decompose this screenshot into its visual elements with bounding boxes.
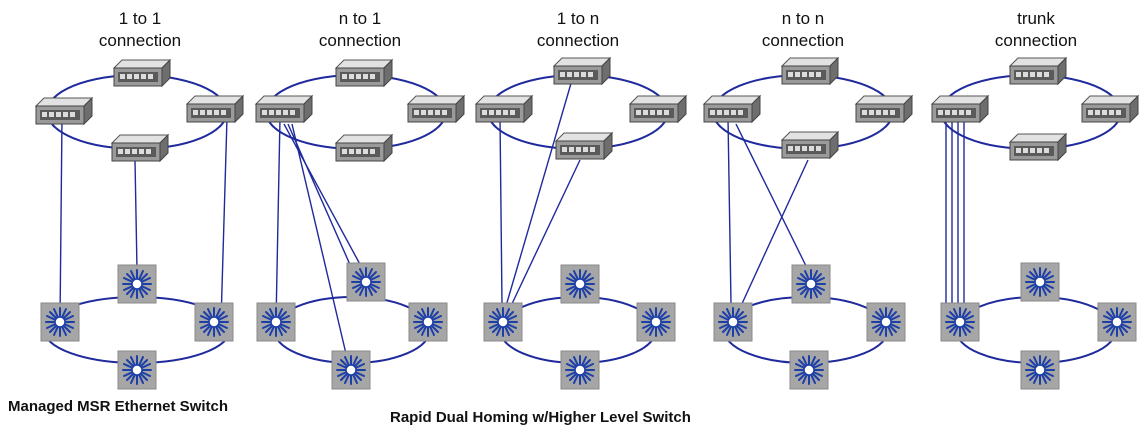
network-hub-icon xyxy=(331,350,371,390)
panel-title-line1: 1 to 1 xyxy=(119,9,162,28)
panel-title-line1: n to 1 xyxy=(339,9,382,28)
caption-dual-homing: Rapid Dual Homing w/Higher Level Switch xyxy=(390,409,691,426)
ethernet-switch-icon xyxy=(855,95,913,123)
ethernet-switch-icon xyxy=(335,59,393,87)
ethernet-switch-icon xyxy=(1081,95,1139,123)
network-hub-icon xyxy=(1020,262,1060,302)
ethernet-switch-icon xyxy=(111,134,169,162)
uplinks xyxy=(945,120,965,304)
ethernet-switch-icon xyxy=(703,95,761,123)
panel-one-to-one: 1 to 1 connection xyxy=(35,9,244,390)
panel-title-line2: connection xyxy=(762,31,844,50)
ethernet-switch-icon xyxy=(335,134,393,162)
network-hub-icon xyxy=(940,302,980,342)
ethernet-switch-icon xyxy=(1009,133,1067,161)
ethernet-switch-icon xyxy=(113,59,171,87)
network-hub-icon xyxy=(40,302,80,342)
caption-managed-switch: Managed MSR Ethernet Switch xyxy=(8,398,228,415)
ethernet-switch-icon xyxy=(475,95,533,123)
network-hub-icon xyxy=(1097,302,1137,342)
ethernet-switch-icon xyxy=(186,95,244,123)
panel-title-line2: connection xyxy=(995,31,1077,50)
network-hub-icon xyxy=(346,262,386,302)
network-hub-icon xyxy=(256,302,296,342)
panel-n-to-n: n to n connection xyxy=(703,9,913,390)
panel-n-to-one: n to 1 connection xyxy=(255,9,465,390)
network-hub-icon xyxy=(1020,350,1060,390)
network-hub-icon xyxy=(560,264,600,304)
network-hub-icon xyxy=(560,350,600,390)
panel-title-line1: trunk xyxy=(1017,9,1055,28)
network-hub-icon xyxy=(117,350,157,390)
network-hub-icon xyxy=(636,302,676,342)
panel-title-line2: connection xyxy=(99,31,181,50)
panel-one-to-n: 1 to n connection xyxy=(475,9,687,390)
ethernet-switch-icon xyxy=(35,97,93,125)
ethernet-switch-icon xyxy=(781,57,839,85)
ethernet-switch-icon xyxy=(407,95,465,123)
ethernet-switch-icon xyxy=(553,57,611,85)
ethernet-switch-icon xyxy=(781,131,839,159)
uplinks xyxy=(727,117,809,309)
panel-title-line2: connection xyxy=(319,31,401,50)
uplinks xyxy=(499,79,581,309)
ethernet-switch-icon xyxy=(629,95,687,123)
network-hub-icon xyxy=(866,302,906,342)
panel-title-line1: 1 to n xyxy=(557,9,600,28)
ethernet-switch-icon xyxy=(555,132,613,160)
panel-trunk: trunk connection xyxy=(931,9,1139,390)
panel-title-line2: connection xyxy=(537,31,619,50)
network-hub-icon xyxy=(713,302,753,342)
uplinks xyxy=(275,117,363,359)
network-hub-icon xyxy=(408,302,448,342)
uplinks xyxy=(59,117,228,323)
network-hub-icon xyxy=(483,302,523,342)
ethernet-switch-icon xyxy=(931,95,989,123)
network-hub-icon xyxy=(791,264,831,304)
ethernet-switch-icon xyxy=(255,95,313,123)
ethernet-switch-icon xyxy=(1009,57,1067,85)
network-hub-icon xyxy=(194,302,234,342)
network-hub-icon xyxy=(789,350,829,390)
panel-title-line1: n to n xyxy=(782,9,825,28)
network-hub-icon xyxy=(117,264,157,304)
